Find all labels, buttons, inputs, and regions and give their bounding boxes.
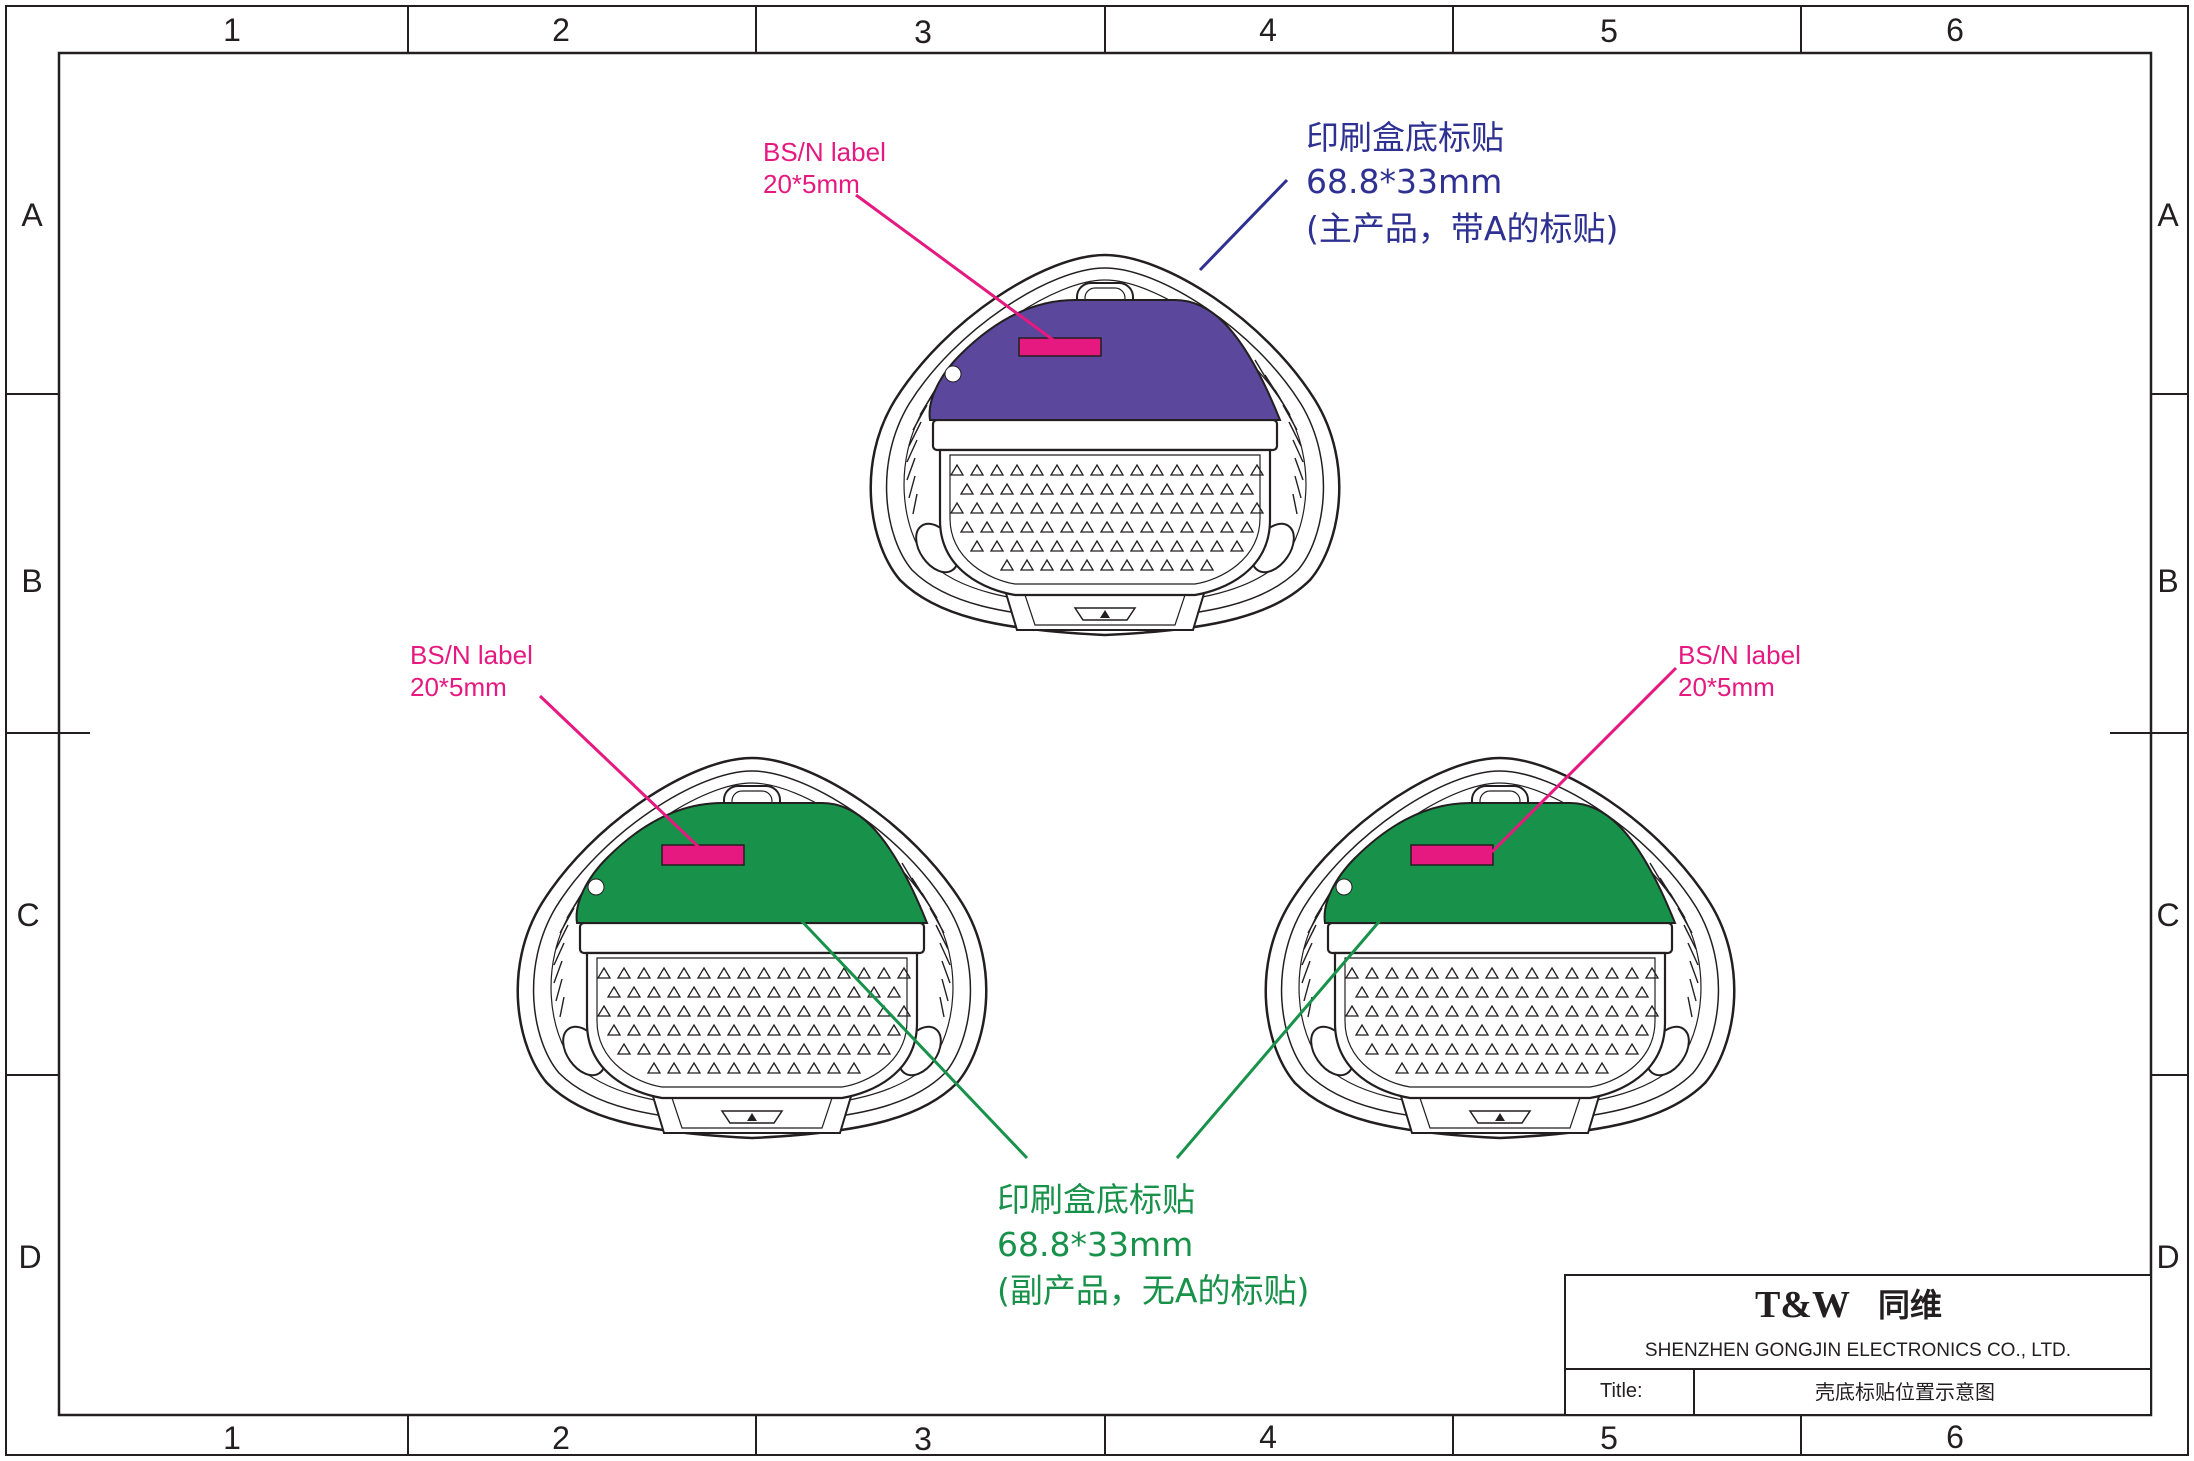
leader-lines	[538, 178, 1678, 1160]
col-label-5: 5	[1600, 1420, 1618, 1456]
device-main-product	[869, 253, 1341, 637]
col-label-5: 5	[1600, 13, 1618, 49]
col-label-3: 3	[914, 1421, 932, 1457]
grid-column-labels-top: 1 2 3 4 5 6	[223, 12, 1964, 50]
main-label-note: (主产品，带A的标贴)	[1306, 209, 1618, 248]
annotation-bsn-left: BS/N label 20*5mm	[410, 640, 533, 702]
grid-row-labels-left: A B C D	[16, 197, 43, 1275]
bsn-right-size: 20*5mm	[1678, 672, 1775, 702]
annotation-main-label: 印刷盒底标贴 68.8*33mm (主产品，带A的标贴)	[1306, 118, 1618, 248]
bsn-top-size: 20*5mm	[763, 169, 860, 199]
main-label-title: 印刷盒底标贴	[1306, 118, 1504, 157]
main-label-size: 68.8*33mm	[1306, 162, 1502, 201]
title-label: Title:	[1600, 1380, 1643, 1402]
sub-label-size: 68.8*33mm	[997, 1225, 1193, 1264]
annotation-sub-label: 印刷盒底标贴 68.8*33mm (副产品，无A的标贴)	[997, 1180, 1309, 1310]
leader-bsn-top	[855, 193, 1061, 347]
leader-sub-label-left	[791, 910, 1029, 1160]
drawing-title: 壳底标贴位置示意图	[1815, 1380, 1995, 1404]
row-label-b: B	[2157, 563, 2178, 599]
col-label-1: 1	[223, 1420, 241, 1456]
bsn-label-rect	[661, 844, 745, 866]
row-label-d: D	[18, 1239, 41, 1275]
leader-main-label	[1198, 178, 1289, 272]
bsn-right-name: BS/N label	[1678, 640, 1801, 670]
bsn-left-size: 20*5mm	[410, 672, 507, 702]
annotation-bsn-right: BS/N label 20*5mm	[1678, 640, 1801, 702]
leader-bsn-right	[1490, 666, 1678, 854]
leader-sub-label-right	[1175, 902, 1397, 1159]
row-label-c: C	[2156, 897, 2179, 933]
row-label-a: A	[2157, 197, 2179, 233]
bsn-label-rect	[1410, 844, 1494, 866]
col-label-1: 1	[223, 12, 241, 48]
col-label-3: 3	[914, 14, 932, 50]
row-label-d: D	[2156, 1239, 2179, 1275]
annotation-bsn-top: BS/N label 20*5mm	[763, 137, 886, 199]
col-label-6: 6	[1946, 1419, 1964, 1455]
sub-label-title: 印刷盒底标贴	[997, 1180, 1195, 1219]
bsn-top-name: BS/N label	[763, 137, 886, 167]
col-label-4: 4	[1259, 12, 1277, 48]
company-name: SHENZHEN GONGJIN ELECTRONICS CO., LTD.	[1645, 1340, 2071, 1361]
bsn-left-name: BS/N label	[410, 640, 533, 670]
leader-bsn-left	[538, 694, 707, 855]
sheet-frame	[5, 5, 2189, 1456]
grid-column-labels-bottom: 1 2 3 4 5 6	[223, 1419, 1964, 1457]
col-label-4: 4	[1259, 1419, 1277, 1455]
row-label-c: C	[16, 897, 39, 933]
device-sub-product-left	[516, 756, 988, 1140]
sub-label-note: (副产品，无A的标贴)	[997, 1271, 1309, 1310]
bsn-label-rect	[1018, 337, 1102, 357]
row-label-a: A	[21, 197, 43, 233]
company-logo: T&W	[1755, 1284, 1850, 1326]
col-label-2: 2	[552, 12, 570, 48]
device-sub-product-right	[1264, 756, 1736, 1140]
grid-row-labels-right: A B C D	[2156, 197, 2179, 1275]
company-logo-cn: 同维	[1878, 1286, 1942, 1324]
title-block: T&W 同维 SHENZHEN GONGJIN ELECTRONICS CO.,…	[1564, 1274, 2152, 1416]
col-label-2: 2	[552, 1420, 570, 1456]
row-label-b: B	[21, 563, 42, 599]
col-label-6: 6	[1946, 12, 1964, 48]
